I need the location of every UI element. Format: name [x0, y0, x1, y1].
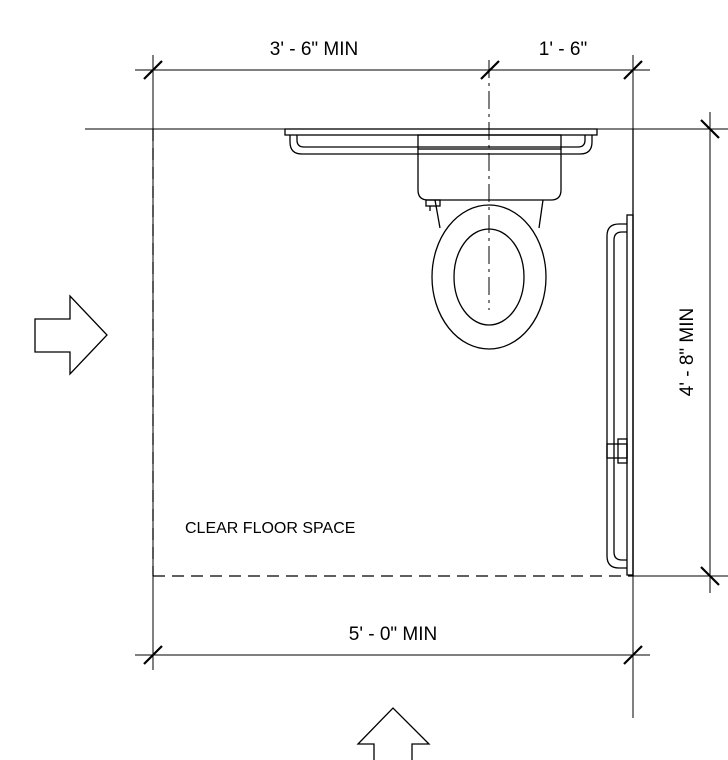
top-tick-left [143, 60, 163, 80]
right-tick-bottom [700, 566, 720, 586]
top-tick-right [623, 60, 643, 80]
dimension-right: 4' - 8" MIN [677, 308, 698, 397]
side-approach-arrow [34, 294, 108, 376]
side-grab-bar [606, 214, 634, 576]
right-tick-top [700, 119, 720, 139]
dimension-top-left: 3' - 6" MIN [270, 39, 359, 60]
dimension-bottom: 5' - 0" MIN [349, 624, 438, 645]
front-approach-arrow [356, 707, 431, 760]
top-tick-mid [480, 60, 500, 80]
rear-grab-bar [284, 128, 598, 155]
toilet-neck [434, 199, 544, 229]
clear-floor-space-label: CLEAR FLOOR SPACE [185, 520, 355, 537]
toilet-bowl-outer [431, 204, 547, 350]
flush-handle [425, 199, 441, 207]
bottom-tick-right [623, 645, 643, 665]
bottom-tick-left [143, 645, 163, 665]
dimension-top-right: 1' - 6" [539, 39, 587, 60]
